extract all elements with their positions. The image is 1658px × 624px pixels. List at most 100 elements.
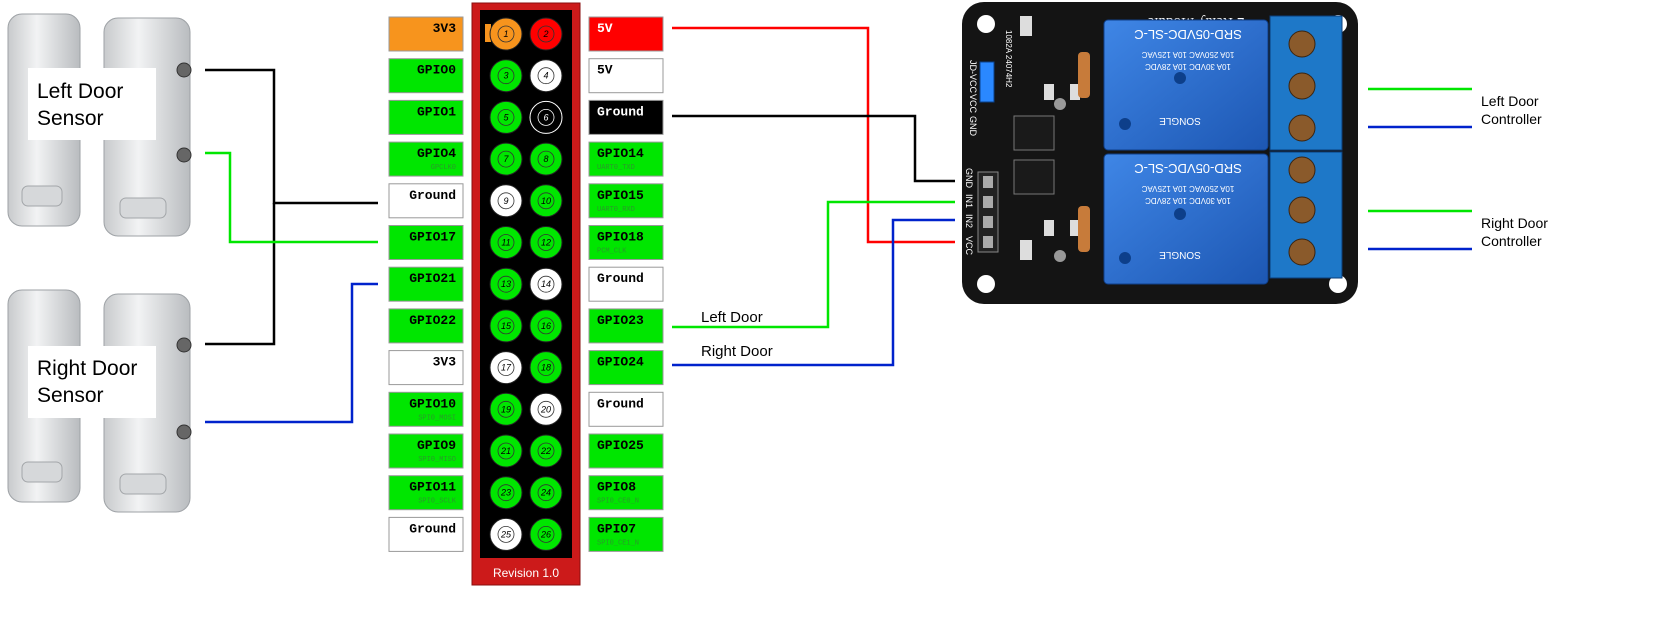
pin-label-text: 3V3 bbox=[433, 21, 457, 36]
pin-number: 3 bbox=[503, 71, 508, 81]
jumper-header: JD-VCC VCC GND 1082A 24074H2 bbox=[968, 30, 1013, 137]
left-door-wire-label: Left Door bbox=[701, 309, 763, 326]
pin-label-text: GPIO10 bbox=[409, 396, 456, 411]
pin-label-text: GPIO25 bbox=[597, 438, 644, 453]
pin-sublabel-text: GPCLK0 bbox=[431, 164, 456, 172]
pin-number: 7 bbox=[503, 154, 509, 164]
pin-label-text: GPIO9 bbox=[417, 438, 456, 453]
pin-23: 23 bbox=[489, 476, 523, 510]
pin-label-text: GPIO8 bbox=[597, 480, 636, 495]
pin-number: 19 bbox=[501, 404, 511, 414]
pin-number: 1 bbox=[503, 29, 508, 39]
left-pin-labels: 3V3GPIO0GPIO1GPIO4GPCLK0GroundGPIO17GPIO… bbox=[388, 16, 464, 552]
pin-number: 22 bbox=[540, 446, 551, 456]
wire-5v-vcc bbox=[672, 26, 955, 244]
pin-label-text: 5V bbox=[597, 21, 613, 36]
pin-3: 3 bbox=[489, 59, 523, 93]
right-sensor-label-line1: Right Door bbox=[37, 357, 137, 380]
pin-number: 21 bbox=[500, 446, 511, 456]
terminal-block-1 bbox=[1269, 15, 1343, 151]
wire-gpio23-in1 bbox=[672, 200, 955, 329]
pin-10: 10 bbox=[529, 184, 563, 218]
pin-7: 7 bbox=[489, 142, 523, 176]
left-pin-label: GPIO1 bbox=[388, 99, 464, 135]
pin-sublabel-text: PCM_CLK bbox=[597, 248, 627, 256]
input-in1: IN1 bbox=[964, 194, 974, 208]
pin-number: 26 bbox=[540, 529, 551, 539]
pin-number: 14 bbox=[541, 279, 551, 289]
left-pin-label: 3V3 bbox=[388, 350, 464, 386]
pin-16: 16 bbox=[529, 309, 563, 343]
pin-label-text: GPIO18 bbox=[597, 230, 644, 245]
pin-label-text: GPIO15 bbox=[597, 188, 644, 203]
pin-number: 8 bbox=[543, 154, 548, 164]
terminal-screw bbox=[1288, 30, 1316, 58]
pin-22: 22 bbox=[529, 434, 563, 468]
pin-5: 5 bbox=[489, 100, 523, 134]
right-pin-label: GPIO23 bbox=[588, 308, 664, 344]
pin-number: 15 bbox=[501, 321, 512, 331]
wire-left-sensor-gpio17 bbox=[205, 151, 378, 244]
wire-left-sensor-ground bbox=[205, 68, 378, 205]
pin-label-text: 5V bbox=[597, 63, 613, 78]
left-pin-label: Ground bbox=[388, 516, 464, 552]
relay-2-model: SRD-05VDC-SL-C bbox=[1134, 161, 1242, 176]
relay-2: SRD-05VDC-SL-C 10A 250VAC 10A 125VAC 10A… bbox=[1103, 153, 1269, 285]
left-pin-label: Ground bbox=[388, 183, 464, 219]
pin-sublabel-text: SPI0_CE0_N bbox=[597, 498, 639, 506]
wire-right-sensor-ground bbox=[205, 203, 276, 346]
terminal-screw bbox=[1288, 196, 1316, 224]
pin-label-text: GPIO1 bbox=[417, 104, 456, 119]
pin-label-text: GPIO24 bbox=[597, 355, 644, 370]
relay-1-model: SRD-05VDC-SL-C bbox=[1134, 27, 1242, 42]
right-pin-label: Ground bbox=[588, 391, 664, 427]
pin-12: 12 bbox=[529, 226, 563, 259]
left-pin-label: GPIO17 bbox=[388, 225, 464, 260]
pin-17: 17 bbox=[489, 351, 523, 385]
right-door-sensor: Right Door Sensor bbox=[7, 289, 192, 513]
left-controller-label-line1: Left Door bbox=[1481, 93, 1539, 109]
pin-4: 4 bbox=[529, 59, 563, 93]
pin-sublabel-text: UART0_TXD bbox=[597, 164, 635, 172]
right-controller-label-line1: Right Door bbox=[1481, 215, 1548, 231]
pin-label-text: GPIO0 bbox=[417, 63, 456, 78]
pin-label-text: GPIO7 bbox=[597, 521, 636, 536]
right-pin-label: 5V bbox=[588, 58, 664, 94]
left-pin-label: GPIO0 bbox=[388, 58, 464, 94]
pin-sublabel-text: SPI0_MISO bbox=[418, 456, 456, 464]
terminal-screw bbox=[1288, 238, 1316, 266]
jumper-pin-vcc: VCC bbox=[968, 94, 978, 114]
right-pin-label: GPIO25 bbox=[588, 433, 664, 469]
pin-25: 25 bbox=[489, 517, 523, 551]
left-sensor-label-line2: Sensor bbox=[37, 107, 104, 130]
pin-9: 9 bbox=[489, 184, 523, 218]
pin-21: 21 bbox=[489, 434, 523, 468]
input-header: GND IN1 IN2 VCC bbox=[964, 168, 999, 256]
pin-label-text: Ground bbox=[597, 271, 644, 286]
wire-gpio24-in2 bbox=[672, 218, 955, 367]
wire-ground-gnd bbox=[672, 114, 955, 183]
pin-label-text: Ground bbox=[409, 188, 456, 203]
pin-label-text: GPIO11 bbox=[409, 480, 456, 495]
pin-label-text: GPIO4 bbox=[417, 146, 456, 161]
input-vcc: VCC bbox=[964, 236, 974, 256]
left-door-sensor: Left Door Sensor bbox=[7, 13, 192, 237]
pin-2: 2 bbox=[529, 17, 563, 51]
pin-label-text: GPIO14 bbox=[597, 146, 644, 161]
pin-number: 24 bbox=[540, 488, 551, 498]
pin-number: 10 bbox=[541, 196, 551, 206]
right-controller-label-line2: Controller bbox=[1481, 233, 1542, 249]
left-sensor-label-line1: Left Door bbox=[37, 80, 123, 103]
relay-1: SRD-05VDC-SL-C 10A 250VAC 10A 125VAC 10A… bbox=[1103, 19, 1269, 151]
pin-label-text: 3V3 bbox=[433, 355, 457, 370]
pin-sublabel-text: UART0_RXD bbox=[597, 206, 635, 214]
right-pin-label: Ground bbox=[588, 266, 664, 302]
